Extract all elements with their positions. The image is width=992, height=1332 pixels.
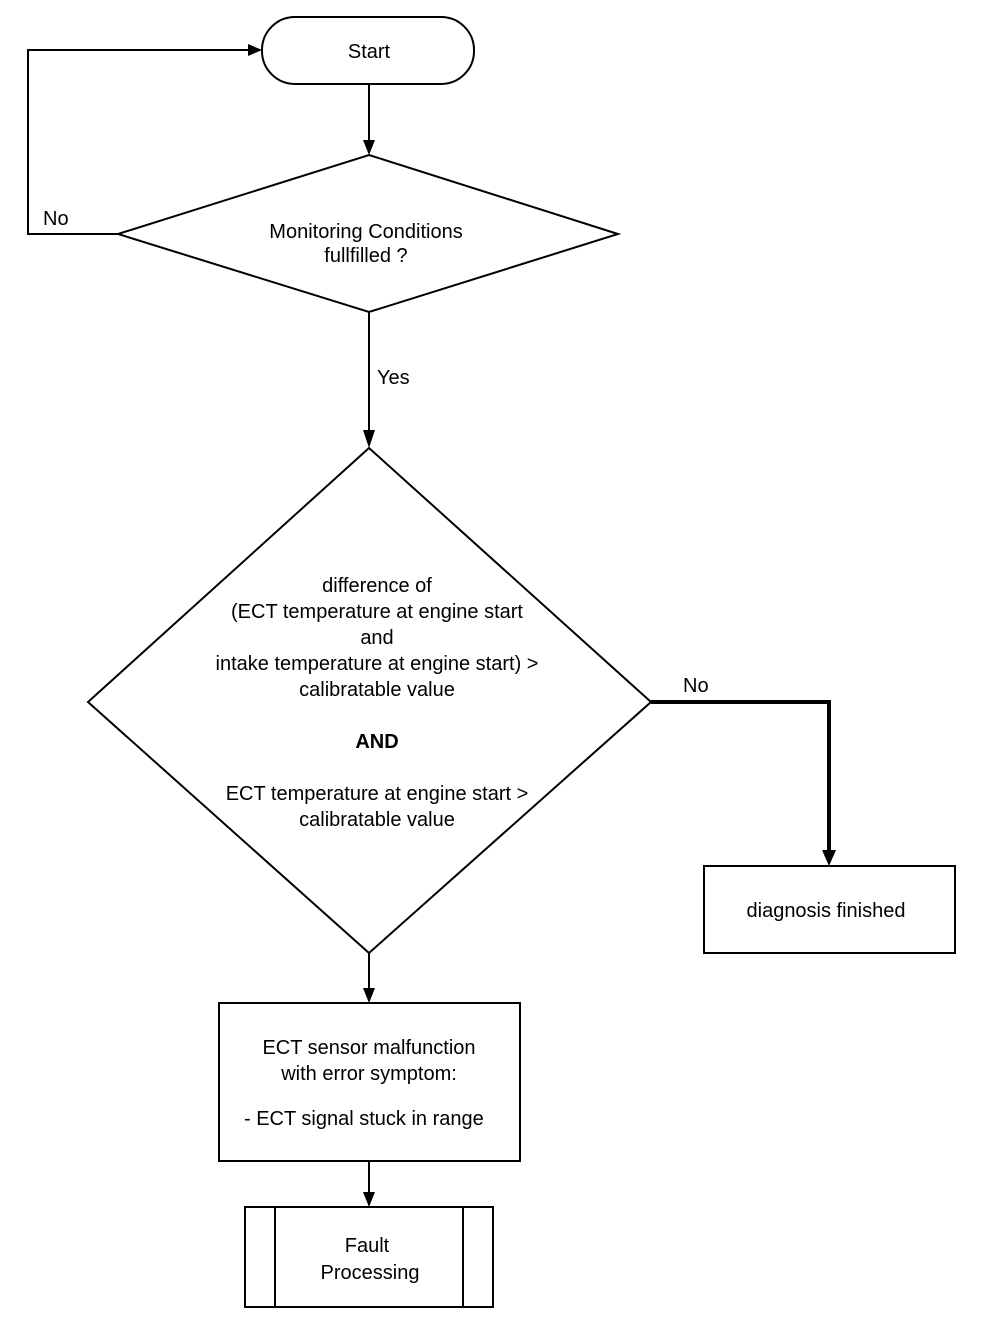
- malfunction-line-3: - ECT signal stuck in range: [244, 1108, 484, 1130]
- arrowhead-malfunction-to-fault: [363, 1192, 375, 1207]
- diagnosis-finished-label: diagnosis finished: [747, 900, 906, 922]
- fault-processing-line-1: Fault: [345, 1235, 390, 1257]
- condition-and-operator: AND: [355, 731, 398, 753]
- malfunction-line-2: with error symptom:: [280, 1063, 457, 1085]
- monitoring-line-1: Monitoring Conditions: [269, 221, 462, 243]
- malfunction-line-1: ECT sensor malfunction: [262, 1037, 475, 1059]
- arrowhead-no-to-diagnosis: [822, 850, 836, 866]
- monitoring-yes-label: Yes: [377, 367, 410, 389]
- arrowhead-yes-to-condition: [363, 430, 375, 448]
- arrowhead-start-to-monitoring: [363, 140, 375, 155]
- condition-line-4: intake temperature at engine start) >: [216, 653, 539, 675]
- start-label: Start: [348, 41, 391, 63]
- condition-line-1: difference of: [322, 575, 432, 597]
- monitoring-no-label: No: [43, 208, 69, 230]
- malfunction-box: [218, 1002, 521, 1162]
- fault-processing-line-2: Processing: [321, 1262, 420, 1284]
- loop-no-to-start: [27, 49, 248, 235]
- condition-line-7: ECT temperature at engine start >: [226, 783, 529, 805]
- condition-line-2: (ECT temperature at engine start: [231, 601, 523, 623]
- diagnosis-finished-box: [703, 865, 956, 954]
- monitoring-line-2: fullfilled ?: [324, 245, 407, 267]
- arrow-no-to-diagnosis: [651, 700, 831, 852]
- condition-line-5: calibratable value: [299, 679, 455, 701]
- arrowhead-condition-to-malfunction: [363, 988, 375, 1003]
- main-no-label: No: [683, 675, 709, 697]
- condition-line-3: and: [360, 627, 393, 649]
- condition-line-8: calibratable value: [299, 809, 455, 831]
- arrowhead-loop-to-start: [248, 44, 262, 56]
- fault-processing-box: [244, 1206, 494, 1308]
